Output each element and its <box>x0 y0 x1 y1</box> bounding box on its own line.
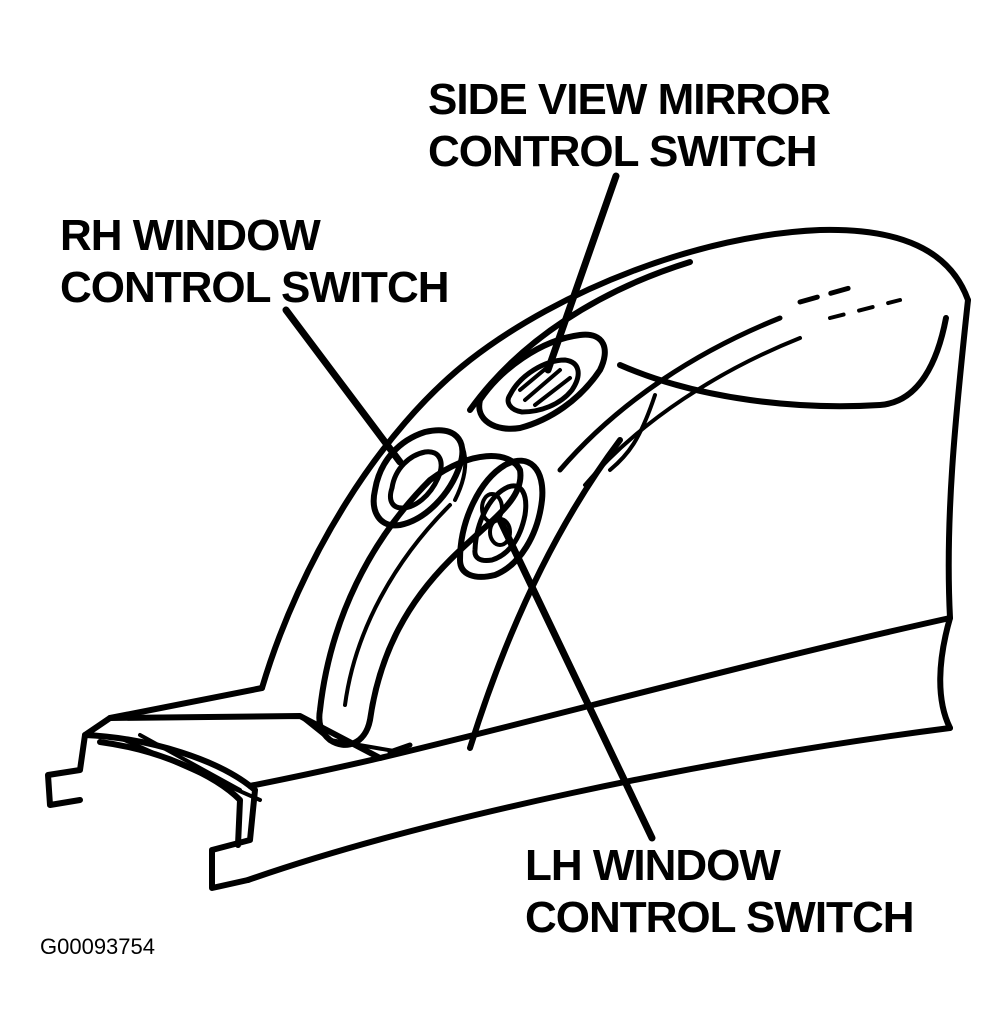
leader-line-rh <box>282 306 404 466</box>
label-lh-line2: CONTROL SWITCH <box>525 893 914 942</box>
console-base-edge <box>245 725 953 883</box>
console-right-side <box>945 297 971 621</box>
console-right-lower <box>937 615 953 731</box>
label-mirror-line1: SIDE VIEW MIRROR <box>428 75 831 124</box>
label-rh-line1: RH WINDOW <box>60 211 321 260</box>
console-front-curve <box>617 315 949 410</box>
console-center-line-2 <box>608 393 657 472</box>
label-rh-line2: CONTROL SWITCH <box>60 263 449 312</box>
figure-id: G00093754 <box>40 934 155 959</box>
mirror-switch-shape <box>476 331 608 432</box>
label-rh-window-control-switch: RH WINDOW CONTROL SWITCH <box>60 210 449 314</box>
label-lh-window-control-switch: LH WINDOW CONTROL SWITCH <box>525 840 914 944</box>
leader-line-mirror <box>544 172 620 374</box>
center-channel <box>316 453 524 755</box>
leader-line-lh <box>496 516 656 842</box>
label-lh-line1: LH WINDOW <box>525 841 781 890</box>
console-bottom-edge <box>247 615 953 789</box>
label-side-view-mirror-control-switch: SIDE VIEW MIRROR CONTROL SWITCH <box>428 74 831 178</box>
label-mirror-line2: CONTROL SWITCH <box>428 127 818 176</box>
console-center-line <box>467 437 623 751</box>
console-housing <box>245 226 971 883</box>
lh-switch-shape <box>457 457 546 580</box>
console-dash-2 <box>828 298 902 320</box>
console-groove-1 <box>557 315 783 473</box>
front-tray <box>45 685 402 891</box>
console-dash-1 <box>797 282 863 305</box>
